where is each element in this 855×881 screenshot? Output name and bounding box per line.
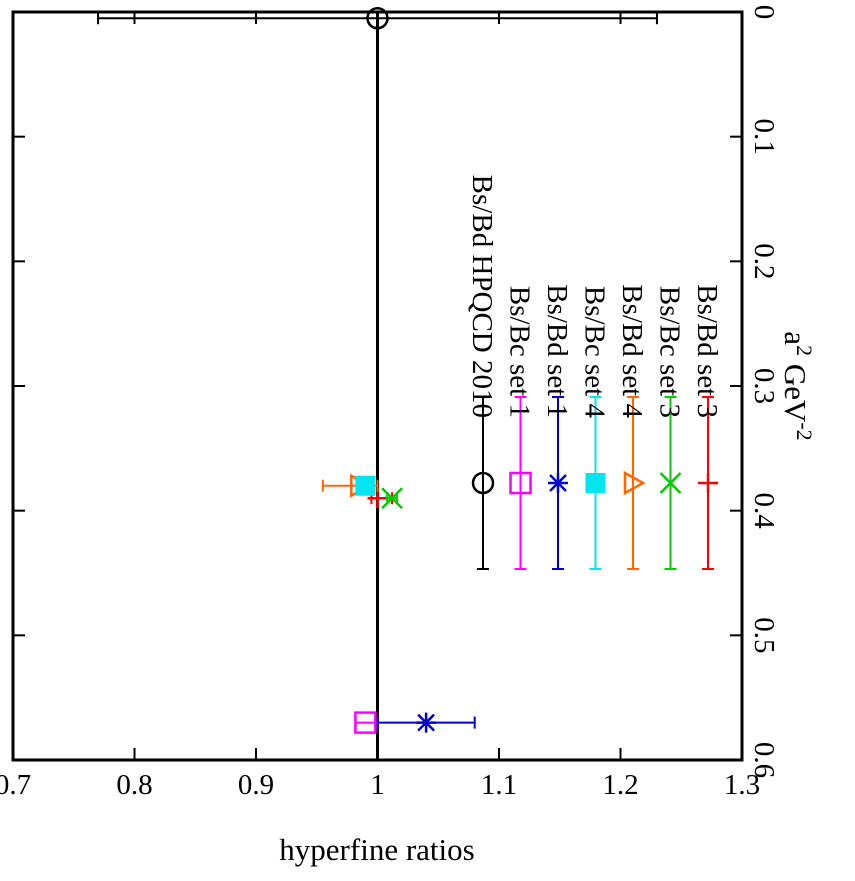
y-tick-label: 0.7 bbox=[0, 769, 31, 801]
legend-label: Bs/Bd set 1 bbox=[541, 284, 573, 418]
legend-item: Bs/Bd set 4 bbox=[616, 284, 648, 570]
marker-circle bbox=[471, 471, 495, 495]
y-axis-label: hyperfine ratios bbox=[279, 832, 474, 867]
y-tick-label: 1.3 bbox=[724, 769, 760, 801]
y-tick-label: 0.8 bbox=[116, 769, 152, 801]
marker-circle bbox=[366, 6, 389, 30]
marker-square bbox=[354, 711, 377, 734]
y-tick-label: 0.9 bbox=[238, 769, 274, 801]
x-tick-label: 0 bbox=[748, 5, 780, 20]
legend-label: Bs/Bd HPQCD 2010 bbox=[466, 175, 498, 418]
legend-item: Bs/Bd HPQCD 2010 bbox=[466, 175, 498, 570]
legend-item: Bs/Bd set 1 bbox=[541, 284, 573, 570]
x-tick-label: 0.2 bbox=[748, 243, 780, 279]
legend-item: Bs/Bc set 3 bbox=[654, 286, 686, 570]
y-tick-label: 1.1 bbox=[481, 769, 517, 801]
legend-label: Bs/Bc set 4 bbox=[579, 286, 611, 419]
x-tick-label: 0.6 bbox=[748, 742, 780, 778]
marker-square bbox=[585, 473, 606, 493]
marker-square bbox=[509, 471, 532, 495]
x-tick-label: 0.4 bbox=[748, 493, 780, 530]
marker-square bbox=[355, 475, 376, 496]
marker-cross bbox=[659, 472, 682, 494]
x-tick-label: 0.3 bbox=[748, 368, 780, 404]
x-axis-label: a2 GeV-2 bbox=[778, 331, 817, 440]
legend-item: Bs/Bc set 4 bbox=[579, 286, 611, 570]
series-bs-bc-set-4 bbox=[355, 475, 376, 496]
y-tick-label: 1 bbox=[370, 769, 385, 801]
legend-label: Bs/Bc set 1 bbox=[504, 286, 536, 418]
series-bs-bc-set-3 bbox=[381, 487, 403, 510]
marker-cross bbox=[381, 487, 403, 510]
series-bs-bd-set-1 bbox=[376, 712, 476, 733]
series-bs-bc-set-1 bbox=[354, 711, 377, 734]
legend-item: Bs/Bc set 1 bbox=[504, 286, 536, 570]
series-bs-bd-hpqcd-2010 bbox=[97, 6, 658, 30]
legend-label: Bs/Bd set 3 bbox=[691, 284, 723, 418]
legend-item: Bs/Bd set 3 bbox=[691, 284, 723, 570]
x-tick-label: 0.1 bbox=[748, 119, 780, 155]
x-tick-label: 0.5 bbox=[748, 617, 780, 653]
y-tick-label: 1.2 bbox=[602, 769, 638, 801]
legend-label: Bs/Bc set 3 bbox=[654, 286, 686, 418]
marker-triangle bbox=[623, 470, 646, 496]
marker-star bbox=[417, 713, 435, 732]
marker-star bbox=[549, 474, 567, 492]
legend-label: Bs/Bd set 4 bbox=[616, 284, 648, 418]
